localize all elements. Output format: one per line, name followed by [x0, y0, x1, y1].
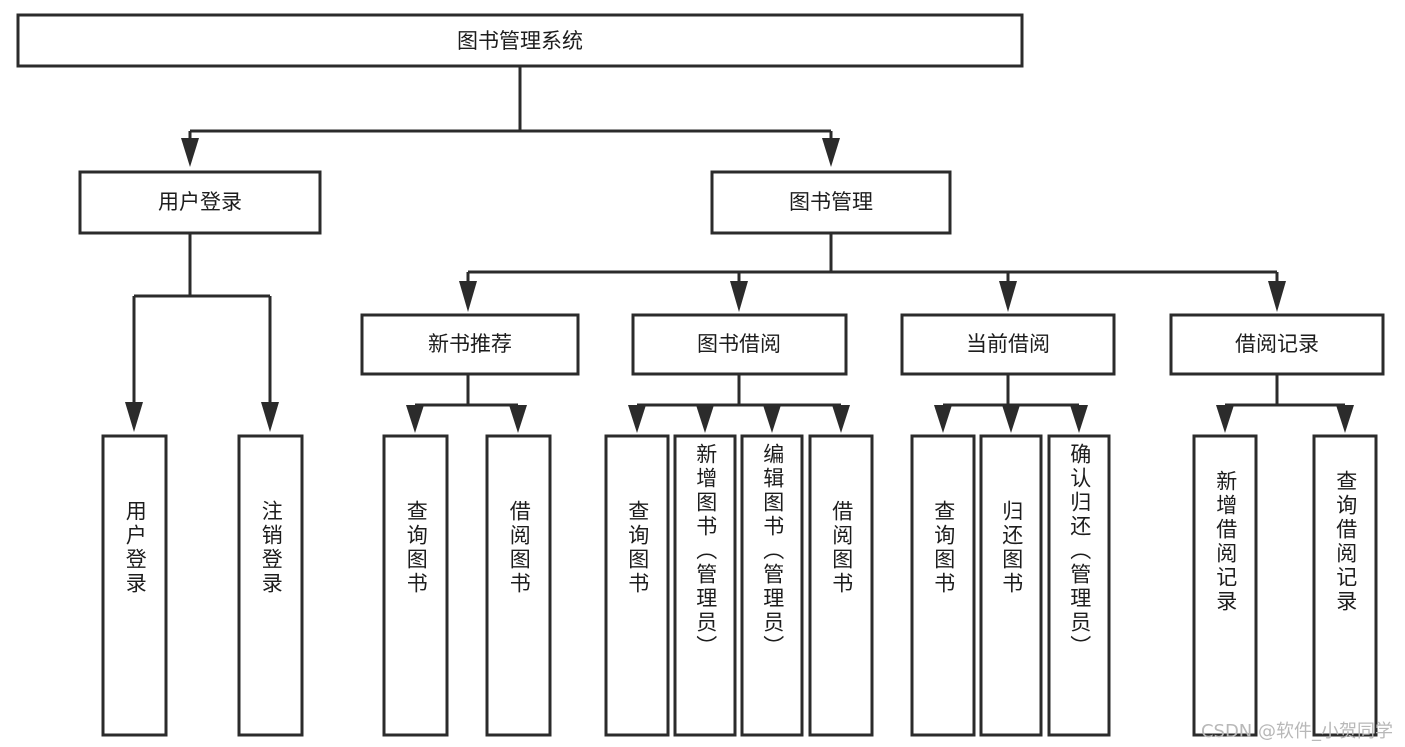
node-box-leaf-user-login[interactable]: [101, 434, 168, 737]
arrow-head-new-book-recommend: [459, 281, 477, 312]
label-book-manage: 图书管理: [789, 190, 873, 214]
arrow-head-leaf-user-logout: [261, 402, 279, 432]
node-box-book-borrow[interactable]: [631, 313, 848, 376]
node-box-leaf-borrow-book-2[interactable]: [808, 434, 874, 737]
node-box-leaf-query-book-2[interactable]: [604, 434, 670, 737]
connector-root-to-level2: [181, 66, 840, 167]
arrow-head-leaf-add-record: [1216, 405, 1234, 433]
connector-userlogin-to-leaves: [125, 233, 279, 432]
node-box-leaf-query-book-3[interactable]: [910, 434, 976, 737]
node-box-root[interactable]: [16, 13, 1024, 68]
node-box-leaf-user-logout[interactable]: [237, 434, 304, 737]
label-new-book-recommend: 新书推荐: [428, 332, 512, 356]
node-box-leaf-query-record[interactable]: [1312, 434, 1378, 737]
connector-bookborrow-to-leaves: [628, 374, 850, 433]
connector-borrowrecord-to-leaves: [1216, 374, 1354, 433]
arrow-head-leaf-borrow-book-1: [509, 405, 527, 433]
arrow-head-current-borrow: [999, 281, 1017, 312]
arrow-head-leaf-borrow-book-2: [832, 405, 850, 433]
arrow-head-leaf-query-record: [1336, 405, 1354, 433]
connector-newbook-to-leaves: [406, 374, 527, 433]
connector-bookmanage-to-level3: [459, 233, 1286, 312]
arrow-head-leaf-query-book-2: [628, 405, 646, 433]
label-borrow-record: 借阅记录: [1235, 332, 1319, 356]
node-box-current-borrow[interactable]: [900, 313, 1116, 376]
connector-currentborrow-to-leaves: [934, 374, 1088, 433]
arrow-head-leaf-query-book-3: [934, 405, 952, 433]
arrow-head-leaf-query-book-1: [406, 405, 424, 433]
arrow-head-leaf-add-book: [696, 405, 714, 433]
arrow-head-leaf-return-book: [1002, 405, 1020, 433]
node-box-book-manage[interactable]: [710, 170, 952, 235]
arrow-head-leaf-edit-book: [763, 405, 781, 433]
node-box-borrow-record[interactable]: [1169, 313, 1385, 376]
node-box-leaf-query-book-1[interactable]: [382, 434, 449, 737]
arrow-head-book-manage: [822, 138, 840, 167]
node-box-leaf-edit-book[interactable]: [740, 434, 804, 737]
label-current-borrow: 当前借阅: [966, 332, 1050, 356]
arrow-head-borrow-record: [1268, 281, 1286, 312]
node-box-new-book-recommend[interactable]: [360, 313, 580, 376]
node-box-leaf-return-book[interactable]: [979, 434, 1043, 737]
arrow-head-book-borrow: [730, 281, 748, 312]
label-user-login: 用户登录: [158, 190, 242, 214]
node-box-leaf-borrow-book-1[interactable]: [485, 434, 552, 737]
arrow-head-user-login: [181, 138, 199, 167]
node-box-leaf-confirm-return[interactable]: [1047, 434, 1111, 737]
label-root: 图书管理系统: [457, 29, 583, 53]
arrow-head-leaf-confirm-return: [1070, 405, 1088, 433]
node-box-leaf-add-record[interactable]: [1192, 434, 1258, 737]
label-book-borrow: 图书借阅: [697, 332, 781, 356]
arrow-head-leaf-user-login: [125, 402, 143, 432]
node-box-user-login[interactable]: [78, 170, 322, 235]
node-box-leaf-add-book[interactable]: [673, 434, 737, 737]
